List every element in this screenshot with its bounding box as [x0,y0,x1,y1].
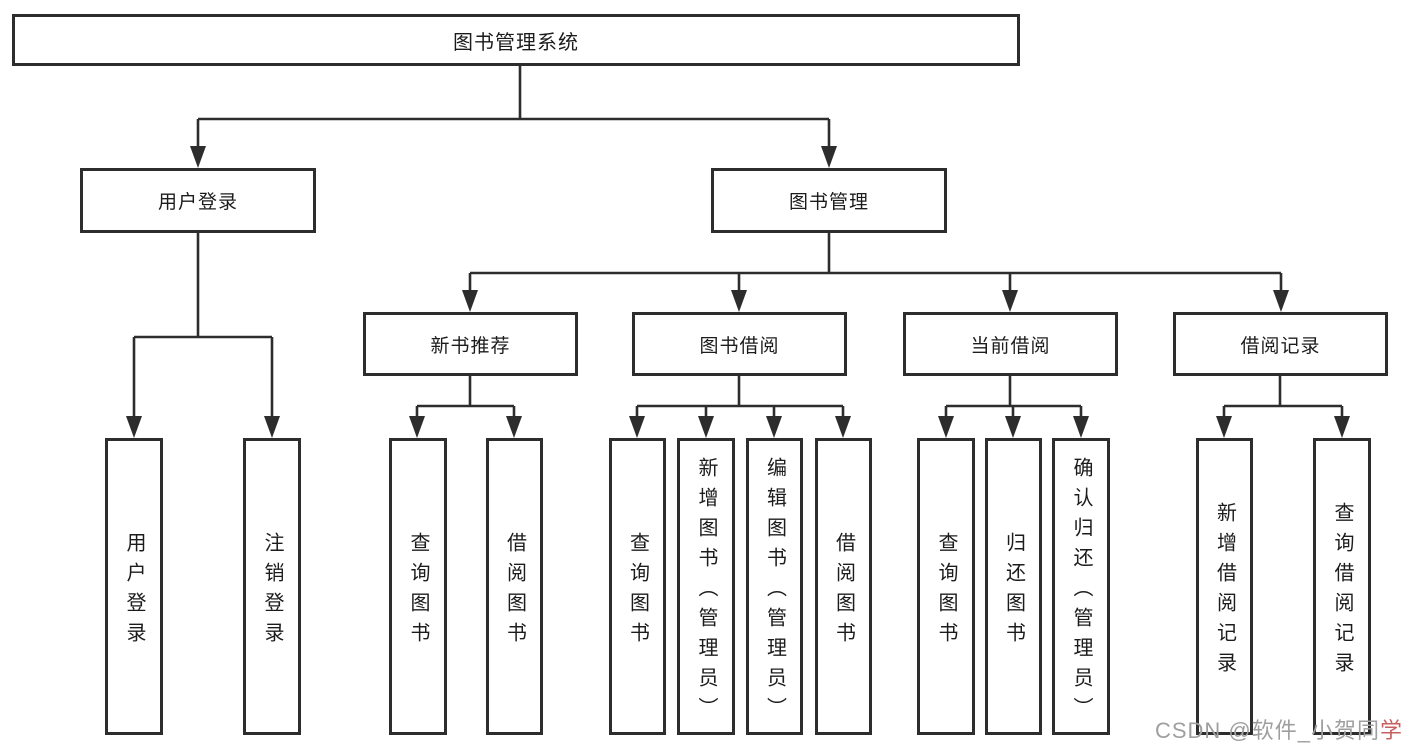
leaf-edit-books-admin: 编辑图书（管理员） [746,438,803,735]
node-root-system: 图书管理系统 [12,14,1020,66]
node-new-book-recommend: 新书推荐 [363,312,578,376]
node-current-borrow-label: 当前借阅 [970,335,1051,357]
node-root-label: 图书管理系统 [453,31,579,54]
csdn-watermark: CSDN @软件_小贺同学 [1155,713,1403,745]
leaf-return-books: 归还图书 [985,438,1042,735]
node-borrow-records: 借阅记录 [1173,312,1388,376]
arrowheads [126,146,1350,438]
leaf-add-books-admin: 新增图书（管理员） [677,438,735,735]
node-book-management: 图书管理 [711,168,947,233]
leaf-logout: 注销登录 [243,438,301,735]
leaf-user-login: 用户登录 [105,438,163,735]
leaf-add-borrow-record: 新增借阅记录 [1196,438,1253,735]
leaf-query-books-current: 查询图书 [917,438,975,735]
node-borrow-records-label: 借阅记录 [1240,335,1321,357]
leaf-confirm-return-admin: 确认归还（管理员） [1052,438,1110,735]
watermark-text: CSDN @软件_小贺同 [1154,718,1380,743]
watermark-text-accent: 学 [1379,718,1403,743]
node-current-borrow: 当前借阅 [903,312,1118,376]
leaf-query-books-recommend: 查询图书 [389,438,447,735]
node-new-book-recommend-label: 新书推荐 [430,335,511,357]
leaf-query-books-borrow: 查询图书 [609,438,666,735]
node-book-borrow-label: 图书借阅 [699,335,780,357]
leaf-borrow-books: 借阅图书 [815,438,872,735]
leaf-borrow-books-recommend: 借阅图书 [486,438,543,735]
node-book-borrow: 图书借阅 [632,312,847,376]
node-user-login-label: 用户登录 [157,192,238,213]
node-book-management-label: 图书管理 [788,192,869,213]
leaf-query-borrow-record: 查询借阅记录 [1313,438,1371,735]
node-user-login: 用户登录 [80,168,316,233]
